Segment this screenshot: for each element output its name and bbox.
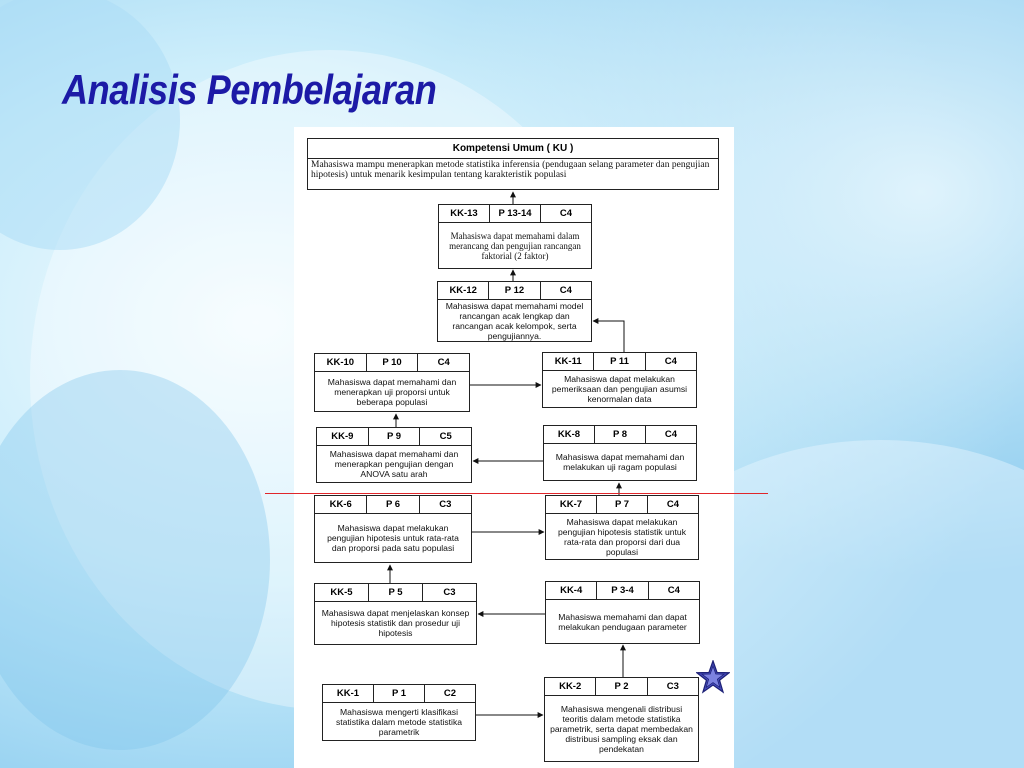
competency-description: Mahasiswa dapat memahami dalam merancang…: [449, 230, 581, 261]
competency-box-kk5: KK-5 P 5 C3 Mahasiswa dapat menjelaskan …: [314, 583, 477, 645]
competency-description: Mahasiswa dapat menjelaskan konsep hipot…: [321, 608, 470, 638]
learning-analysis-diagram: Kompetensi Umum ( KU ) Mahasiswa mampu m…: [294, 127, 734, 768]
competency-box-kk12: KK-12 P 12 C4 Mahasiswa dapat memahami m…: [437, 281, 592, 342]
cognitive-level: C3: [666, 681, 679, 692]
star-icon[interactable]: [696, 660, 730, 694]
competency-code: KK-6: [315, 496, 368, 513]
cognitive-level: C2: [443, 688, 457, 699]
competency-box-kk13: KK-13 P 13-14 C4 Mahasiswa dapat memaham…: [438, 204, 592, 269]
competency-description: Mahasiswa dapat memahami dan melakukan u…: [555, 452, 685, 472]
competency-box-kk2: KK-2 P 2 C3 Mahasiswa mengenali distribu…: [544, 677, 699, 762]
competency-code: KK-9: [317, 428, 369, 445]
competency-description: Mahasiswa dapat memahami dan menerapkan …: [327, 376, 457, 407]
meeting-number: P 8: [595, 426, 646, 443]
cognitive-level: C3: [443, 587, 456, 598]
slide-title: Analisis Pembelajaran: [62, 66, 437, 113]
cognitive-level: C4: [437, 357, 450, 368]
general-competency-box: Kompetensi Umum ( KU ) Mahasiswa mampu m…: [307, 138, 719, 190]
competency-box-kk11: KK-11 P 11 C4 Mahasiswa dapat melakukan …: [542, 352, 697, 408]
general-competency-text: Mahasiswa mampu menerapkan metode statis…: [311, 160, 710, 180]
flow-connectors: [387, 191, 626, 718]
competency-code: KK-7: [546, 496, 597, 513]
competency-description: Mahasiswa mengenali distribusi teoritis …: [550, 703, 693, 754]
cognitive-level: C4: [666, 499, 680, 510]
general-competency-heading: Kompetensi Umum ( KU ): [308, 139, 718, 159]
cognitive-level: C5: [439, 431, 452, 442]
competency-box-kk1: KK-1 P 1 C2 Mahasiswa mengerti klasifika…: [322, 684, 476, 741]
competency-description: Mahasiswa dapat melakukan pengujian hipo…: [557, 516, 687, 557]
competency-code: KK-4: [546, 582, 598, 599]
cognitive-level: C4: [667, 585, 680, 596]
red-divider-line: [265, 493, 768, 494]
meeting-number: P 6: [367, 496, 420, 513]
cognitive-level: C4: [559, 208, 573, 219]
competency-box-kk10: KK-10 P 10 C4 Mahasiswa dapat memahami d…: [314, 353, 470, 412]
competency-code: KK-2: [545, 678, 597, 695]
competency-description: Mahasiswa dapat memahami dan menerapkan …: [329, 449, 459, 479]
meeting-number: P 5: [369, 584, 423, 601]
meeting-number: P 11: [594, 353, 646, 370]
meeting-number: P 3-4: [597, 582, 649, 599]
cognitive-level: C3: [439, 499, 452, 510]
competency-box-kk6: KK-6 P 6 C3 Mahasiswa dapat melakukan pe…: [314, 495, 472, 563]
competency-box-kk4: KK-4 P 3-4 C4 Mahasiswa memahami dan dap…: [545, 581, 700, 644]
competency-code: KK-12: [438, 282, 490, 299]
cognitive-level: C4: [664, 429, 678, 440]
competency-box-kk9: KK-9 P 9 C5 Mahasiswa dapat memahami dan…: [316, 427, 472, 483]
arrow-kk11-kk12: [592, 318, 625, 352]
meeting-number: P 7: [597, 496, 648, 513]
meeting-number: P 13-14: [490, 205, 541, 222]
meeting-number: P 9: [369, 428, 421, 445]
meeting-number: P 1: [374, 685, 425, 702]
competency-description: Mahasiswa memahami dan dapat melakukan p…: [558, 611, 687, 632]
meeting-number: P 10: [367, 354, 419, 371]
competency-box-kk8: KK-8 P 8 C4 Mahasiswa dapat memahami dan…: [543, 425, 697, 481]
cognitive-level: C4: [559, 285, 572, 296]
competency-description: Mahasiswa dapat melakukan pengujian hipo…: [327, 523, 459, 553]
cognitive-level: C4: [664, 356, 677, 367]
meeting-number: P 2: [596, 678, 648, 695]
competency-code: KK-8: [544, 426, 595, 443]
meeting-number: P 12: [489, 282, 541, 299]
competency-description: Mahasiswa mengerti klasifikasi statistik…: [335, 706, 463, 737]
competency-code: KK-13: [439, 205, 490, 222]
competency-code: KK-11: [543, 353, 595, 370]
competency-code: KK-5: [315, 584, 369, 601]
competency-description: Mahasiswa dapat memahami model rancangan…: [445, 301, 584, 341]
competency-box-kk7: KK-7 P 7 C4 Mahasiswa dapat melakukan pe…: [545, 495, 699, 560]
competency-code: KK-1: [323, 685, 374, 702]
competency-description: Mahasiswa dapat melakukan pemeriksaan da…: [551, 374, 688, 404]
competency-code: KK-10: [315, 354, 367, 371]
